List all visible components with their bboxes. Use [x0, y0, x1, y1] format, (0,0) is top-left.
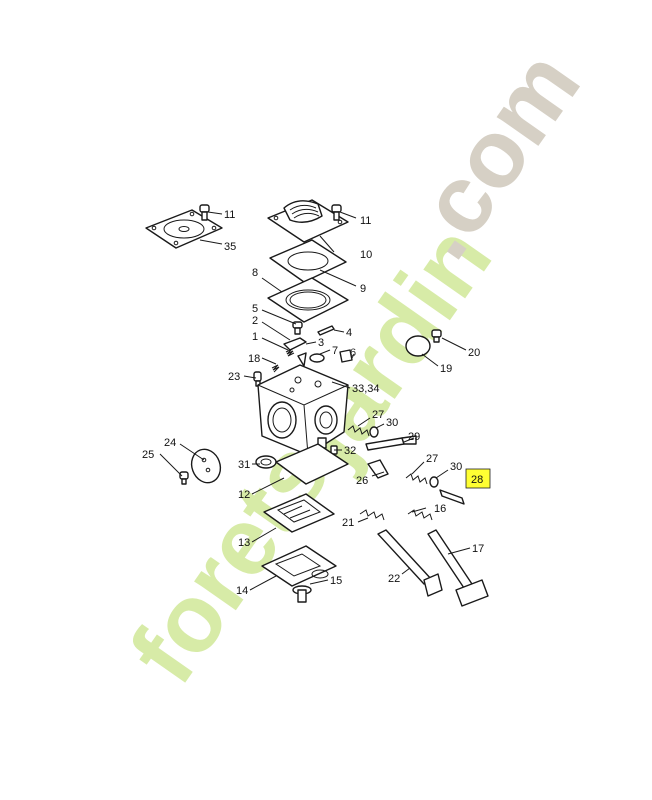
parts: [145, 199, 489, 607]
callout-8: 8: [252, 267, 258, 279]
shaft-22: [377, 529, 443, 597]
callout-29: 29: [408, 431, 420, 443]
callout-32: 32: [344, 445, 356, 457]
callout-30-bottom: 30: [450, 461, 462, 473]
callout-27-top: 27: [372, 409, 384, 421]
needle-28: [439, 489, 465, 505]
callout-3: 3: [318, 337, 324, 349]
callout-33-34: 33,34: [352, 383, 380, 395]
oring-30-top: [369, 426, 379, 438]
oring-30-bottom: [429, 476, 439, 488]
diaphragm-9: [269, 239, 347, 283]
callout-26: 26: [356, 475, 368, 487]
callout-28-highlighted: 28: [471, 474, 483, 486]
spring-27-bottom: [405, 473, 428, 485]
strainer-31: [255, 455, 277, 469]
leader-lines: [159, 211, 471, 591]
callout-30-top: 30: [386, 417, 398, 429]
highlight-box-28: [465, 468, 491, 489]
watermark: forets jardin .com: [110, 32, 601, 702]
callout-27-bottom: 27: [426, 453, 438, 465]
screw-15: [292, 585, 312, 603]
callout-25: 25: [142, 449, 154, 461]
shutter-19: [405, 335, 431, 357]
callout-23: 23: [228, 371, 240, 383]
callout-35: 35: [224, 241, 236, 253]
callout-18: 18: [248, 353, 260, 365]
callout-1: 1: [252, 331, 258, 343]
callout-5: 5: [252, 303, 258, 315]
callout-4: 4: [346, 327, 352, 339]
callout-17: 17: [472, 543, 484, 555]
screw-18: [271, 364, 280, 373]
shutter-24: [190, 448, 222, 484]
callout-19: 19: [440, 363, 452, 375]
spring-16: [407, 509, 433, 521]
callout-16: 16: [434, 503, 446, 515]
callout-12: 12: [238, 489, 250, 501]
screw-20: [431, 329, 442, 343]
callout-6: 6: [350, 347, 356, 359]
callout-14: 14: [236, 585, 248, 597]
shaft-17: [427, 529, 489, 607]
metering-plate-14: [261, 545, 337, 587]
callout-13: 13: [238, 537, 250, 549]
callout-15: 15: [330, 575, 342, 587]
carburetor-body: [257, 364, 349, 456]
gasket-12: [275, 443, 349, 485]
metering-parts: [283, 321, 353, 367]
callout-11-left: 11: [224, 209, 235, 221]
screw-11-left: [199, 204, 210, 221]
spring-21: [359, 509, 385, 521]
callout-2: 2: [252, 315, 258, 327]
callout-labels: 11 35 11 10 9 8 5 2 4 1 3 7 18 6 23 33,3…: [142, 209, 484, 597]
callout-11-right: 11: [360, 215, 371, 227]
gasket-8: [267, 277, 349, 323]
callout-31: 31: [238, 459, 250, 471]
screw-25: [179, 471, 189, 485]
callout-21: 21: [342, 517, 354, 529]
spring-27-top: [347, 425, 370, 437]
callout-22: 22: [388, 573, 400, 585]
primer-cover-10: [267, 199, 349, 243]
screw-11-right: [331, 204, 342, 221]
callout-7: 7: [332, 345, 338, 357]
callout-10: 10: [360, 249, 372, 261]
callout-24: 24: [164, 437, 176, 449]
callout-20: 20: [468, 347, 480, 359]
pump-plate-13: [263, 493, 335, 533]
needle-26: [367, 459, 389, 479]
callout-9: 9: [360, 283, 366, 295]
